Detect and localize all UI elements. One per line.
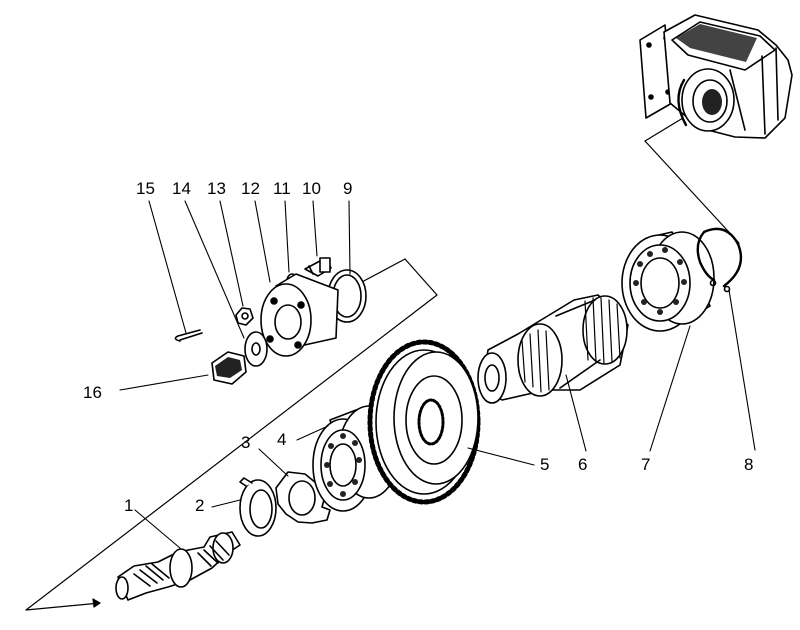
- part-10-bolt: [304, 257, 332, 277]
- callout-13: 13: [207, 179, 226, 198]
- callout-11: 11: [273, 179, 291, 198]
- part-15-cotter-pin: [174, 329, 203, 342]
- leader-lines: [119, 200, 756, 549]
- callout-5: 5: [540, 455, 550, 474]
- part-13-small-nut: [235, 307, 254, 326]
- callout-7: 7: [641, 455, 651, 474]
- part-6-gear-shaft: [477, 294, 629, 404]
- part-1-splined-shaft: [115, 531, 241, 601]
- callout-14: 14: [172, 179, 191, 198]
- callout-2: 2: [195, 496, 205, 515]
- part-12-flange-hub: [260, 273, 339, 357]
- callout-4: 4: [277, 430, 287, 449]
- part-14-flat-washer: [244, 331, 268, 367]
- callout-1: 1: [124, 496, 134, 515]
- callout-6: 6: [578, 455, 588, 474]
- callout-3: 3: [241, 433, 251, 452]
- part-2-lock-washer: [239, 477, 277, 537]
- gearbox-housing: [639, 14, 793, 139]
- callout-16: 16: [83, 383, 102, 402]
- callout-15: 15: [136, 179, 155, 198]
- part-16-castle-nut: [211, 351, 247, 385]
- part-5-sprocket: [367, 339, 481, 505]
- callout-10: 10: [302, 179, 321, 198]
- callout-12: 12: [241, 179, 260, 198]
- part-7-large-bearing: [621, 231, 715, 332]
- part-8-snap-ring: [696, 227, 743, 293]
- callout-8: 8: [744, 455, 754, 474]
- callout-9: 9: [343, 179, 353, 198]
- assembly-connector-lines: [25, 117, 740, 611]
